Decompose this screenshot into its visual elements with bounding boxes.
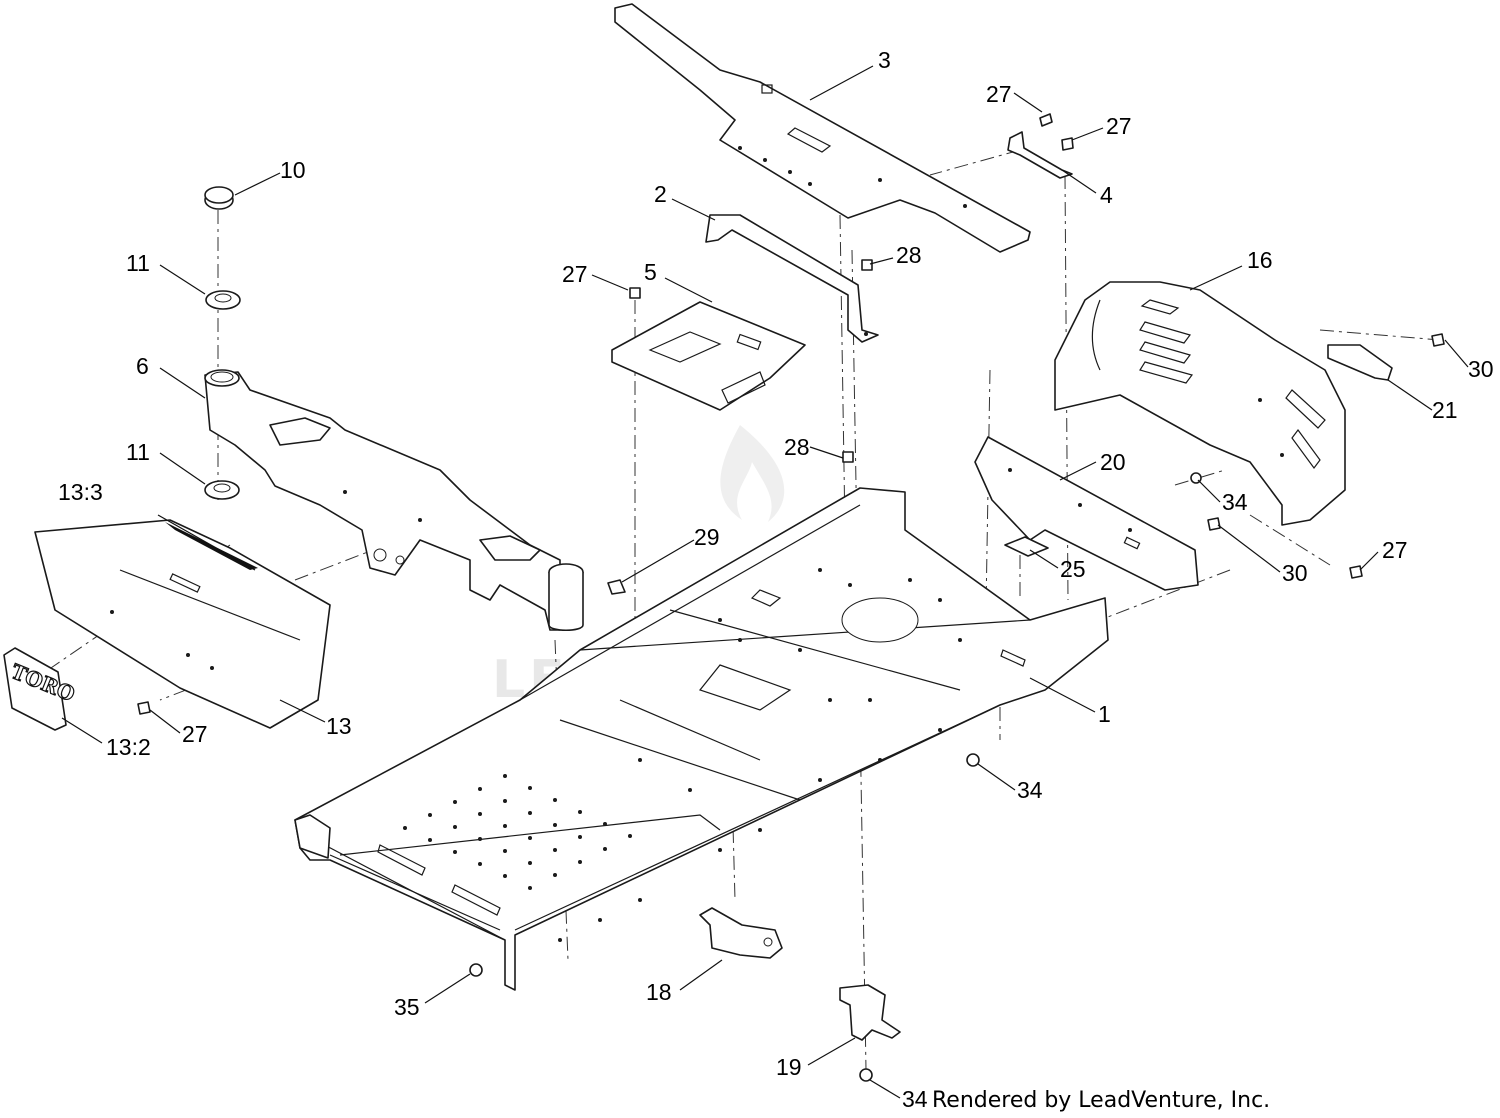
callout-11-lower: 11 [126, 439, 150, 465]
callout-27-b: 27 [1106, 113, 1132, 139]
part-11-bushing-lower [204, 480, 240, 500]
callout-25: 25 [1060, 556, 1086, 582]
part-6-front-axle [204, 369, 584, 632]
bolt-28-b [842, 451, 854, 463]
part-5-plate [611, 301, 806, 411]
callout-13-2: 13:2 [106, 734, 151, 760]
callout-6: 6 [136, 353, 149, 379]
callout-19: 19 [776, 1054, 802, 1080]
callout-16: 16 [1247, 247, 1273, 273]
callout-28-b: 28 [784, 434, 810, 460]
callout-21: 21 [1432, 397, 1458, 423]
callout-29: 29 [694, 524, 720, 550]
callout-34-b: 34 [1017, 777, 1043, 803]
callout-27-a: 27 [986, 81, 1012, 107]
part-20-rear-panel [974, 436, 1199, 591]
callout-28-a: 28 [896, 242, 922, 268]
part-16-seat-support [1054, 281, 1346, 526]
part-13-2-logo: TORO [3, 647, 79, 731]
bolt-30-a [1431, 333, 1445, 347]
callout-20: 20 [1100, 449, 1126, 475]
nut-35 [469, 963, 483, 977]
bolt-27-d [137, 701, 151, 715]
callout-27-c: 27 [562, 261, 588, 287]
callout-13-3: 13:3 [58, 479, 103, 505]
part-4-small-bracket [1007, 131, 1073, 179]
callout-13: 13 [326, 713, 352, 739]
part-13-front-shield [34, 519, 331, 729]
callout-27-e: 27 [1382, 537, 1408, 563]
nut-34-b [966, 753, 980, 767]
callout-labels: 1 2 3 4 5 6 10 11 11 13 13:2 13:3 16 18 … [58, 47, 1494, 1112]
callout-5: 5 [644, 259, 657, 285]
part-10-cap [204, 186, 234, 210]
callout-34-c: 34 [902, 1086, 928, 1112]
callout-4: 4 [1100, 182, 1113, 208]
bolt-27-c [629, 287, 641, 299]
bolt-27-e [1349, 565, 1363, 579]
bolt-27-b [1061, 137, 1074, 151]
floor-perforations [403, 568, 962, 942]
callout-18: 18 [646, 979, 672, 1005]
bolt-30-b [1207, 517, 1221, 531]
leader-lines [61, 65, 1469, 1099]
part-25-decal [1004, 536, 1049, 557]
callout-30-b: 30 [1282, 560, 1308, 586]
bolt-27-a [1039, 113, 1053, 127]
callout-10: 10 [280, 157, 306, 183]
part-19-bracket [839, 984, 901, 1041]
credit-text: Rendered by LeadVenture, Inc. [932, 1088, 1270, 1113]
bolt-29 [607, 579, 626, 595]
part-1-main-frame [294, 487, 1109, 991]
callout-11-upper: 11 [126, 250, 150, 276]
callout-27-d: 27 [182, 721, 208, 747]
part-2-bracket [705, 214, 879, 343]
part-3-upper-plate [614, 3, 1031, 253]
hardware [137, 113, 1445, 1082]
callout-2: 2 [654, 181, 667, 207]
callout-35: 35 [394, 994, 420, 1020]
nut-34-c [859, 1068, 873, 1082]
part-11-bushing-upper [205, 290, 241, 310]
callout-30-a: 30 [1468, 356, 1494, 382]
callout-34-a: 34 [1222, 489, 1248, 515]
callout-3: 3 [878, 47, 891, 73]
bolt-28-a [861, 259, 873, 271]
callout-1: 1 [1098, 701, 1111, 727]
part-21-bracket [1327, 344, 1393, 381]
part-18-bracket [699, 907, 783, 959]
